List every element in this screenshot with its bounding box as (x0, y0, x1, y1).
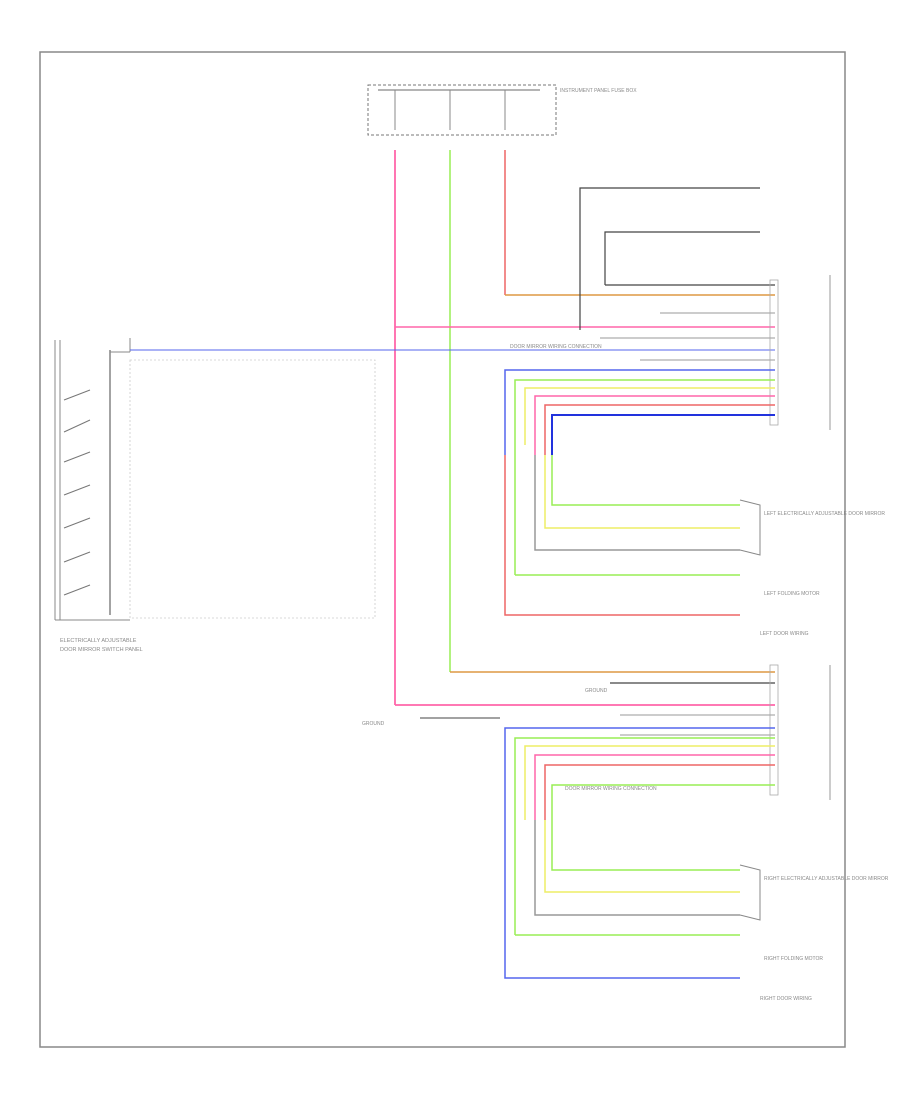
left-mirror-branch (504, 455, 740, 616)
harness-outline (129, 359, 376, 619)
left-door-connector (769, 279, 779, 426)
connection-note-right: DOOR MIRROR WIRING CONNECTION (565, 786, 657, 792)
left-door-bundle (504, 369, 775, 575)
mirror-switch-panel: ELECTRICALLY ADJUSTABLE DOOR MIRROR SWIT… (54, 338, 143, 653)
diagram-frame (39, 51, 846, 1048)
switch-panel-title: ELECTRICALLY ADJUSTABLE (60, 638, 137, 644)
switch-panel-subtitle: DOOR MIRROR SWITCH PANEL (60, 647, 143, 653)
left-mirror-motor (739, 499, 761, 556)
right-door-area-label: RIGHT DOOR WIRING (760, 996, 812, 1002)
left-door-area-label: LEFT DOOR WIRING (760, 631, 809, 637)
right-mirror-branch (504, 820, 740, 979)
connection-note-left: DOOR MIRROR WIRING CONNECTION (510, 344, 602, 350)
right-mirror-label: RIGHT ELECTRICALLY ADJUSTABLE DOOR MIRRO… (764, 876, 889, 882)
right-door-bundle (504, 727, 775, 935)
right-fold-motor-label: RIGHT FOLDING MOTOR (764, 956, 823, 962)
left-mirror-label: LEFT ELECTRICALLY ADJUSTABLE DOOR MIRROR (764, 511, 885, 517)
fuse-box: INSTRUMENT PANEL FUSE BOX (367, 84, 637, 136)
right-door-connector (769, 664, 779, 796)
left-fold-motor-label: LEFT FOLDING MOTOR (764, 591, 820, 597)
fuse-box-label: INSTRUMENT PANEL FUSE BOX (560, 88, 637, 94)
ground-label-right: GROUND (362, 721, 385, 727)
ground-label-left: GROUND (585, 688, 608, 694)
right-mirror-motor (739, 864, 761, 921)
